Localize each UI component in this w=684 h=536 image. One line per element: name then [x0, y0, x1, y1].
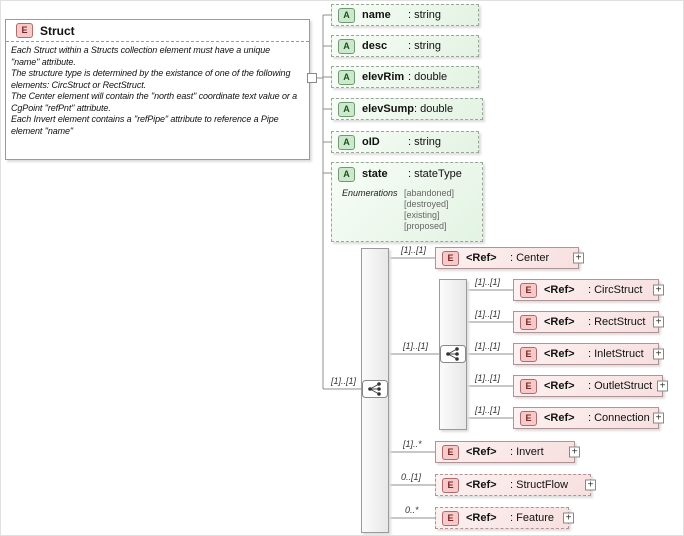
- expand-button[interactable]: +: [653, 284, 664, 296]
- element-box-center[interactable]: E <Ref> : Center +: [435, 247, 584, 269]
- attribute-badge: A: [338, 101, 355, 117]
- attribute-name: elevRim: [362, 71, 405, 83]
- element-badge: E: [442, 250, 459, 266]
- element-label: <Ref>: [466, 252, 497, 264]
- attribute-type: : string: [408, 136, 442, 148]
- enum-value: [proposed]: [404, 221, 447, 231]
- enum-value: [abandoned]: [404, 188, 455, 198]
- element-label: <Ref>: [544, 412, 575, 424]
- cardinality-label-sequence: [1]..[1]: [331, 376, 357, 386]
- attribute-name: desc: [362, 40, 388, 52]
- element-badge: E: [442, 444, 459, 460]
- enum-value: [destroyed]: [404, 199, 449, 209]
- element-type: : RectStruct: [588, 316, 646, 328]
- element-label: <Ref>: [544, 284, 575, 296]
- attribute-type: : string: [408, 40, 442, 52]
- element-badge: E: [520, 346, 537, 362]
- struct-title: Struct: [40, 23, 75, 38]
- cardinality-label-feature: 0..*: [405, 505, 419, 515]
- attribute-type: : stateType: [408, 168, 462, 180]
- attribute-box-name[interactable]: A name : string: [331, 4, 479, 26]
- enumeration-values: [abandoned] [destroyed] [existing] [prop…: [404, 188, 454, 232]
- attribute-box-elevsump[interactable]: A elevSump : double: [331, 98, 483, 120]
- choice-compositor-icon[interactable]: [440, 345, 466, 363]
- attribute-box-oid[interactable]: A oID : string: [331, 131, 479, 153]
- attribute-box-state[interactable]: A state : stateType Enumerations [abando…: [331, 162, 483, 242]
- element-badge: E: [520, 410, 537, 426]
- attribute-badge: A: [338, 166, 355, 182]
- element-box-structflow[interactable]: E <Ref> : StructFlow +: [435, 474, 596, 496]
- attribute-type: : string: [408, 9, 442, 21]
- attribute-badge: A: [338, 69, 355, 85]
- element-badge: E: [520, 314, 537, 330]
- attribute-name: state: [362, 168, 388, 180]
- expand-button[interactable]: +: [573, 252, 584, 264]
- element-label: <Ref>: [466, 512, 497, 524]
- sequence-compositor-icon[interactable]: [362, 380, 388, 398]
- element-type: : Invert: [510, 446, 544, 458]
- element-box-circstruct[interactable]: E <Ref> : CircStruct +: [513, 279, 664, 301]
- attribute-name: name: [362, 9, 391, 21]
- element-label: <Ref>: [544, 348, 575, 360]
- struct-header: E Struct: [6, 20, 309, 42]
- element-box-feature[interactable]: E <Ref> : Feature +: [435, 507, 574, 529]
- cardinality-label-circstruct: [1]..[1]: [475, 277, 501, 287]
- element-box-connection[interactable]: E <Ref> : Connection +: [513, 407, 664, 429]
- element-label: <Ref>: [544, 316, 575, 328]
- collapse-handle[interactable]: [307, 73, 317, 83]
- element-label: <Ref>: [466, 446, 497, 458]
- element-label: <Ref>: [466, 479, 497, 491]
- cardinality-label-outletstruct: [1]..[1]: [475, 373, 501, 383]
- expand-button[interactable]: +: [585, 479, 596, 491]
- element-type: : Feature: [510, 512, 555, 524]
- expand-button[interactable]: +: [653, 412, 664, 424]
- documentation-text: Each Struct within a Structs collection …: [11, 45, 298, 136]
- state-header: A state : stateType: [332, 163, 482, 185]
- expand-button[interactable]: +: [563, 512, 574, 524]
- element-badge: E: [520, 378, 537, 394]
- expand-button[interactable]: +: [653, 316, 664, 328]
- cardinality-label-structflow: 0..[1]: [401, 472, 422, 482]
- attribute-badge: A: [338, 134, 355, 150]
- element-type: : OutletStruct: [588, 380, 653, 392]
- expand-button[interactable]: +: [657, 380, 668, 392]
- element-badge: E: [520, 282, 537, 298]
- attribute-badge: A: [338, 38, 355, 54]
- attribute-box-desc[interactable]: A desc : string: [331, 35, 479, 57]
- attribute-box-elevrim[interactable]: A elevRim : double: [331, 66, 479, 88]
- element-box-inletstruct[interactable]: E <Ref> : InletStruct +: [513, 343, 664, 365]
- expand-button[interactable]: +: [653, 348, 664, 360]
- element-box-outletstruct[interactable]: E <Ref> : OutletStruct +: [513, 375, 668, 397]
- element-type: : Center: [510, 252, 550, 264]
- element-type: : Connection: [588, 412, 650, 424]
- cardinality-label-invert: [1]..*: [403, 439, 422, 449]
- element-badge: E: [16, 23, 33, 38]
- element-label: <Ref>: [544, 380, 575, 392]
- cardinality-label-rectstruct: [1]..[1]: [475, 309, 501, 319]
- expand-button[interactable]: +: [569, 446, 580, 458]
- enumerations-section: Enumerations [abandoned] [destroyed] [ex…: [332, 185, 482, 232]
- element-box-rectstruct[interactable]: E <Ref> : RectStruct +: [513, 311, 664, 333]
- attribute-name: oID: [362, 136, 380, 148]
- element-badge: E: [442, 510, 459, 526]
- element-type: : InletStruct: [588, 348, 644, 360]
- element-type: : StructFlow: [510, 479, 569, 491]
- attribute-type: : double: [413, 103, 454, 115]
- element-box-invert[interactable]: E <Ref> : Invert +: [435, 441, 580, 463]
- attribute-name: elevSump: [362, 103, 414, 115]
- struct-element-box[interactable]: E Struct Each Struct within a Structs co…: [5, 19, 310, 160]
- enum-value: [existing]: [404, 210, 440, 220]
- cardinality-label-choice: [1]..[1]: [403, 341, 429, 351]
- attribute-badge: A: [338, 7, 355, 23]
- attribute-type: : double: [408, 71, 448, 83]
- cardinality-label-inletstruct: [1]..[1]: [475, 341, 501, 351]
- element-badge: E: [442, 477, 459, 493]
- cardinality-label-connection: [1]..[1]: [475, 405, 501, 415]
- enumerations-label: Enumerations: [342, 188, 398, 198]
- element-type: : CircStruct: [588, 284, 643, 296]
- cardinality-label-center: [1]..[1]: [401, 245, 427, 255]
